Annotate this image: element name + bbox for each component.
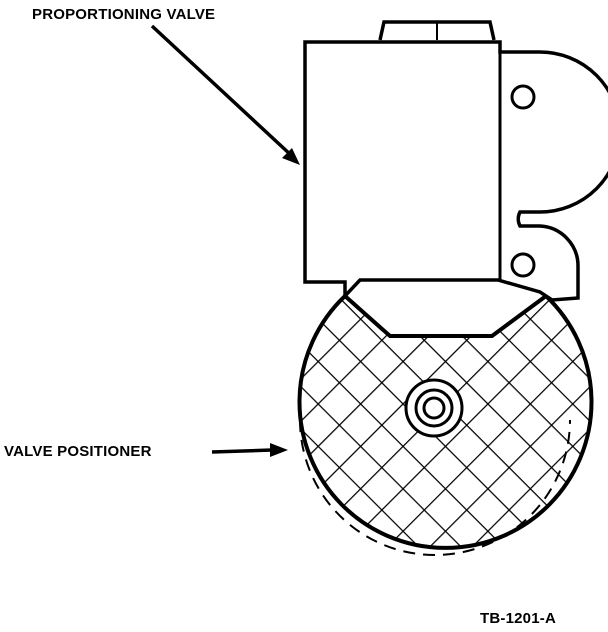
- valve-positioner: [297, 293, 594, 556]
- valve-positioner-arrow: [211, 443, 288, 457]
- proportioning-valve: [303, 20, 608, 302]
- valve-positioner-label: VALVE POSITIONER: [4, 443, 152, 460]
- proportioning-valve-label: PROPORTIONING VALVE: [32, 6, 216, 23]
- figure-id-label: TB-1201-A: [480, 610, 556, 627]
- center-nut: [404, 378, 464, 438]
- proportioning-valve-arrow: [150, 24, 300, 165]
